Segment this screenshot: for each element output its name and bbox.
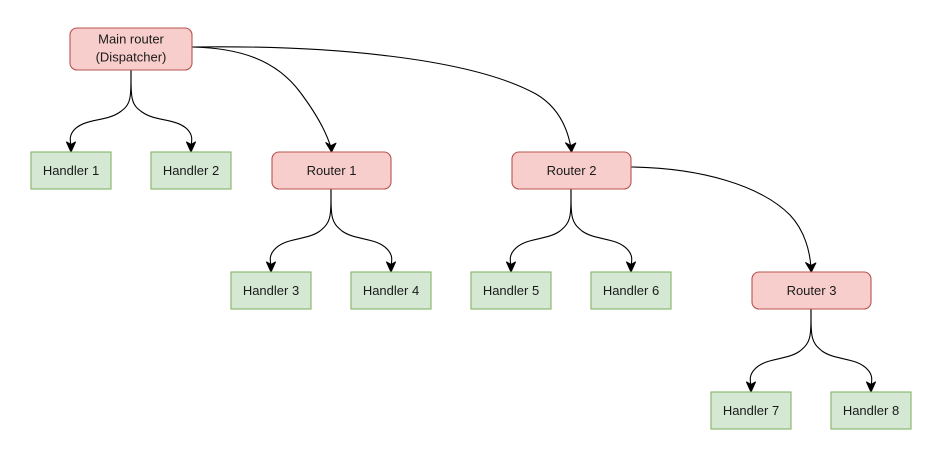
edge-main-router-to-handler-1 [66,69,132,153]
node-box-handler-7[interactable] [710,391,792,430]
node-label-handler-8: Handler 8 [843,403,899,418]
node-label-router-1: Router 1 [307,163,357,178]
node-label-handler-2: Handler 2 [163,163,219,178]
edge-main-router-to-router-1 [191,46,337,153]
node-box-router-1[interactable] [271,151,392,190]
node-box-router-2[interactable] [511,151,632,190]
edge-router-2-to-handler-6 [570,188,636,273]
node-box-handler-4[interactable] [350,271,432,310]
nodes-layer: Main router (Dispatcher) Handler 1 Handler … [30,27,912,430]
arrowhead-icon [325,142,337,153]
arrowhead-icon [626,261,636,273]
edge-line [570,188,633,269]
arrowhead-icon [866,381,876,393]
node-label-main-router-line2: (Dispatcher) [96,49,167,64]
arrowhead-icon [746,381,756,393]
edge-router-3-to-handler-8 [810,308,876,393]
arrowhead-icon [186,141,196,153]
arrowhead-icon [66,141,76,153]
edge-main-router-to-handler-2 [130,69,196,153]
edge-line [630,166,812,269]
node-label-handler-3: Handler 3 [243,283,299,298]
edge-router-2-to-handler-5 [506,188,572,273]
edge-line [509,188,572,269]
edge-main-router-to-router-2 [191,46,577,153]
node-label-handler-1: Handler 1 [43,163,99,178]
edge-line [810,308,873,389]
node-label-handler-6: Handler 6 [603,283,659,298]
arrowhead-icon [386,261,396,273]
edge-router-1-to-handler-4 [330,188,396,273]
arrowhead-icon [805,262,817,273]
edge-line [69,69,132,149]
node-box-router-3[interactable] [751,271,872,310]
node-label-handler-5: Handler 5 [483,283,539,298]
edge-router-3-to-handler-7 [746,308,812,393]
node-label-handler-7: Handler 7 [723,403,779,418]
edge-line [330,188,393,269]
node-box-handler-1[interactable] [30,151,112,190]
edge-line [130,69,193,149]
node-box-main-router[interactable] [69,27,193,71]
node-label-router-3: Router 3 [787,283,837,298]
node-handler-4[interactable]: Handler 4 [350,271,432,310]
edge-line [191,46,572,149]
edge-line [749,308,812,389]
node-box-handler-3[interactable] [230,271,312,310]
node-label-handler-4: Handler 4 [363,283,419,298]
node-router-3[interactable]: Router 3 [751,271,872,310]
edges-layer [66,46,876,393]
node-handler-3[interactable]: Handler 3 [230,271,312,310]
edge-router-1-to-handler-3 [266,188,332,273]
node-handler-7[interactable]: Handler 7 [710,391,792,430]
node-router-1[interactable]: Router 1 [271,151,392,190]
node-handler-6[interactable]: Handler 6 [590,271,672,310]
node-box-handler-2[interactable] [150,151,232,190]
node-box-handler-8[interactable] [830,391,912,430]
edge-router-2-to-router-3 [630,166,817,273]
node-router-2[interactable]: Router 2 [511,151,632,190]
arrowhead-icon [266,261,276,273]
node-box-handler-5[interactable] [470,271,552,310]
node-label-main-router-line1: Main router [98,31,164,46]
node-handler-5[interactable]: Handler 5 [470,271,552,310]
node-label-router-2: Router 2 [547,163,597,178]
edge-line [269,188,332,269]
node-handler-2[interactable]: Handler 2 [150,151,232,190]
arrowhead-icon [506,261,516,273]
node-handler-1[interactable]: Handler 1 [30,151,112,190]
node-box-handler-6[interactable] [590,271,672,310]
node-main-router[interactable]: Main router (Dispatcher) [69,27,193,71]
edge-line [191,46,332,149]
arrowhead-icon [565,142,577,153]
node-handler-8[interactable]: Handler 8 [830,391,912,430]
